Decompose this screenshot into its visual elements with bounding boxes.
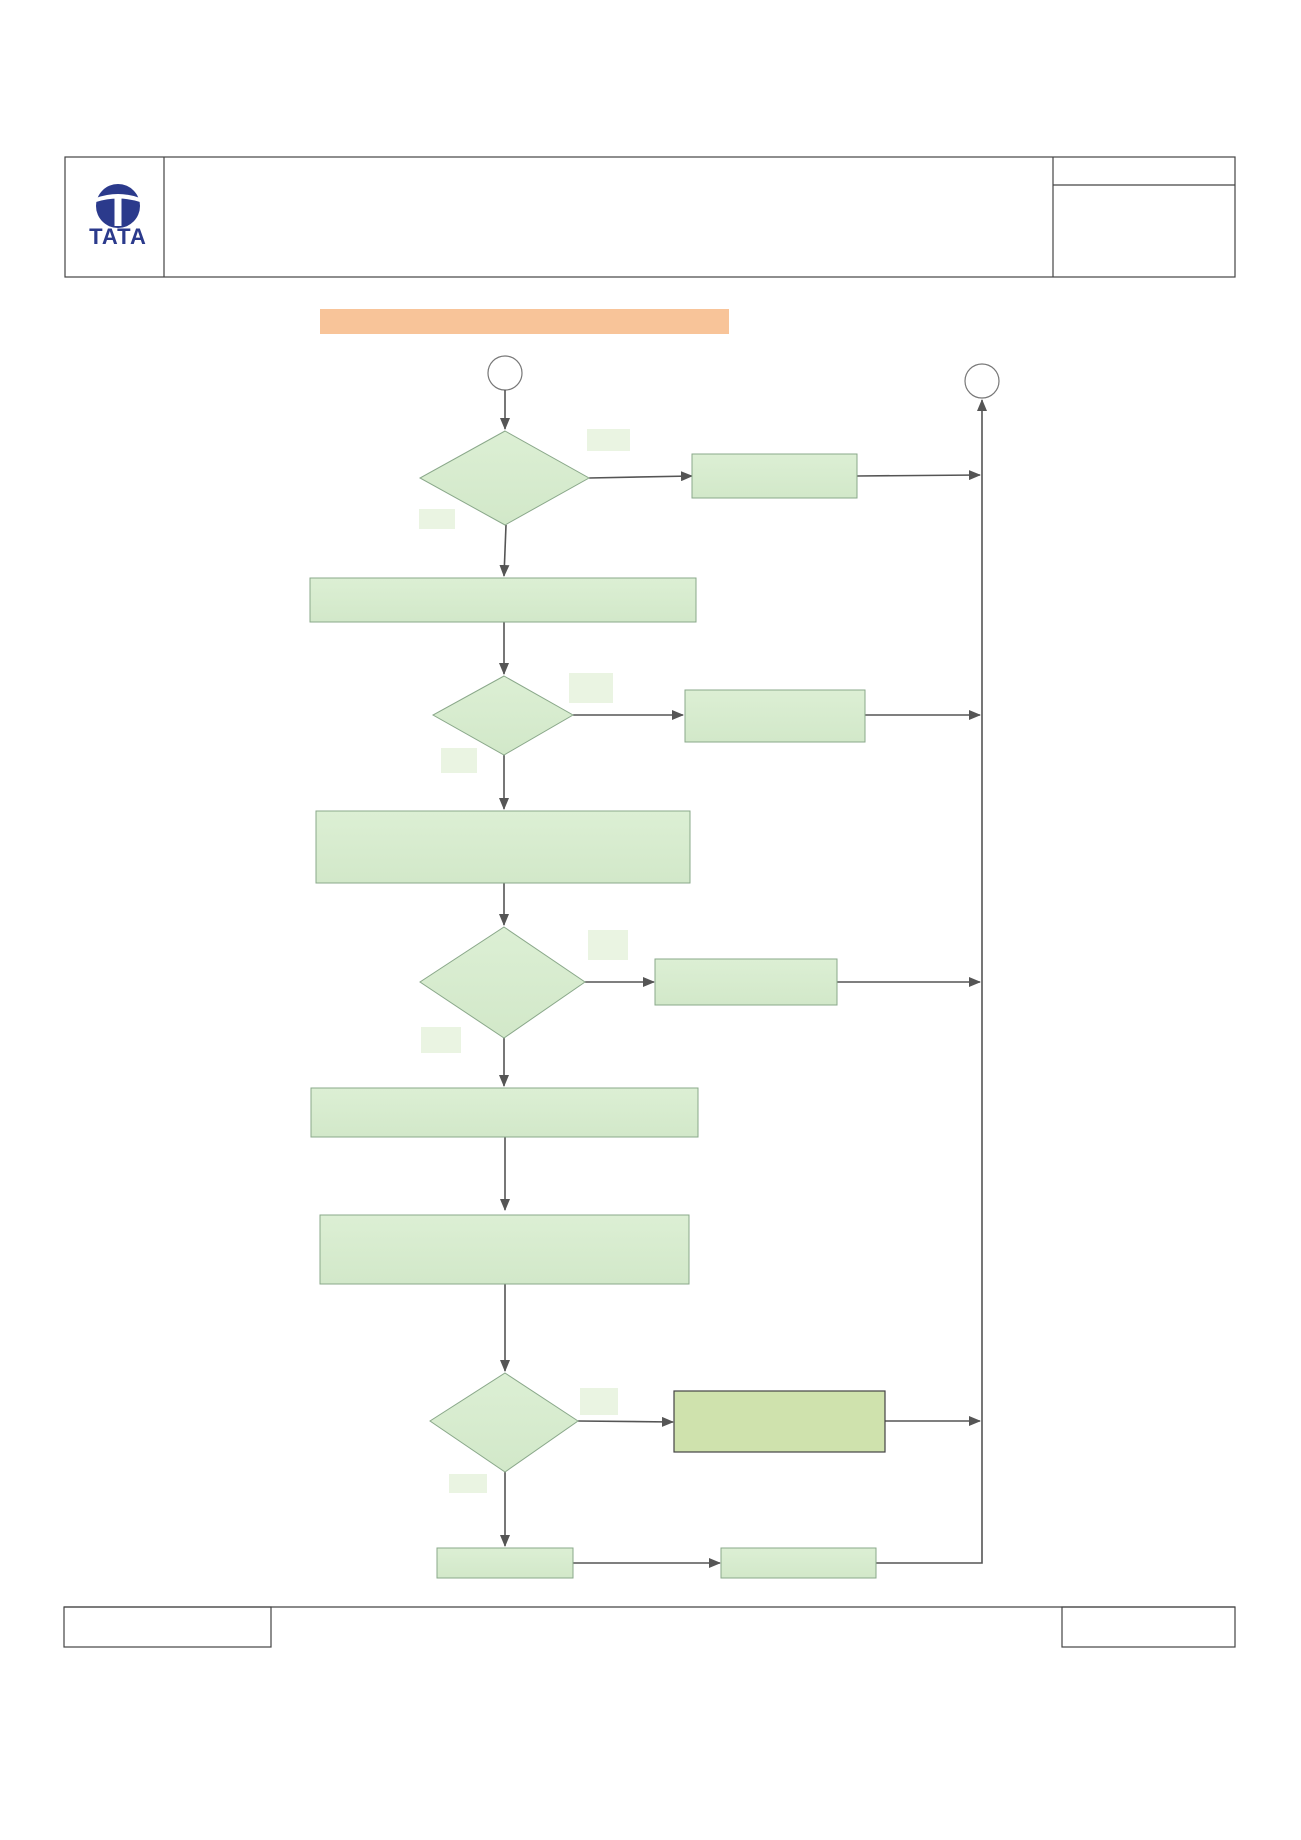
logo-text: TATA <box>89 224 147 249</box>
arrow-d4-yes <box>577 1416 674 1427</box>
footer-left-cell <box>63 1606 272 1648</box>
bottom-box-1 <box>436 1547 574 1579</box>
decision-1-no-label <box>419 509 455 529</box>
arrow-sb1-to-return <box>856 470 981 481</box>
process-4 <box>319 1214 690 1285</box>
decision-3 <box>419 926 586 1039</box>
decision-2 <box>431 675 575 756</box>
side-box-1 <box>691 453 858 499</box>
side-box-3 <box>654 958 838 1006</box>
side-box-4-highlight <box>673 1390 886 1453</box>
footer-right-cell <box>1061 1606 1236 1648</box>
start-connector <box>487 355 523 391</box>
arrow-d1-no <box>499 524 510 577</box>
decision-3-no-label <box>421 1027 461 1053</box>
end-connector <box>964 363 1000 399</box>
footer-bar <box>63 1606 1236 1648</box>
tata-logo-icon: TATA <box>89 184 147 249</box>
decision-2-no-label <box>441 748 477 773</box>
header-table <box>64 156 1236 278</box>
decision-1-yes-label <box>587 429 630 451</box>
return-line <box>876 399 987 1564</box>
arrow-d1-yes <box>588 471 693 482</box>
side-box-2 <box>684 689 866 743</box>
bottom-box-2 <box>720 1547 877 1579</box>
decision-3-yes-label <box>588 930 628 960</box>
section-title-bar <box>320 309 729 334</box>
process-1 <box>309 577 697 623</box>
process-3 <box>310 1087 699 1138</box>
process-2 <box>315 810 691 884</box>
decision-4-no-label <box>449 1474 487 1493</box>
decision-4 <box>429 1372 579 1473</box>
flow-lines <box>499 390 987 1568</box>
decision-1 <box>418 430 591 526</box>
decision-2-yes-label <box>569 673 613 703</box>
decision-4-yes-label <box>580 1388 618 1415</box>
